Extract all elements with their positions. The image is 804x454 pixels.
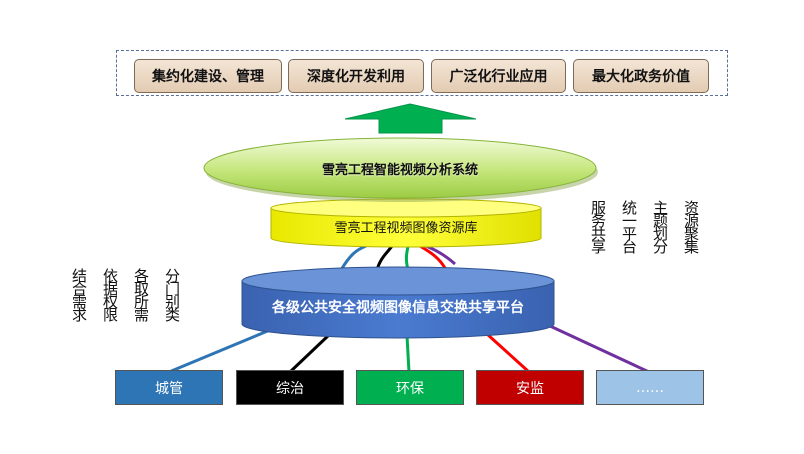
- analysis-system-ellipse: [203, 137, 598, 202]
- platform-top: [241, 266, 555, 296]
- source-zongzhi: 综治: [236, 370, 344, 405]
- goal-industry-application: 广泛化行业应用: [431, 59, 566, 93]
- connector-more: [549, 324, 650, 374]
- left-note-col-2: 各取所需: [132, 268, 150, 320]
- exchange-platform-cylinder: [241, 266, 555, 339]
- right-note-col-4: 服务共享: [589, 200, 607, 252]
- right-note-col-3: 统一平台: [620, 200, 638, 252]
- left-note-col-4: 结合需求: [70, 268, 88, 320]
- curve-blue: [339, 244, 367, 271]
- exchange-platform-label: 各级公共安全视频图像信息交换共享平台: [272, 300, 524, 316]
- goal-government-value: 最大化政务价值: [573, 59, 709, 93]
- curve-black: [375, 245, 394, 271]
- library-body: [270, 207, 542, 248]
- left-notes: 结合需求 依据权限 各取所需 分门别类: [70, 268, 194, 320]
- connector-huanbao: [405, 335, 411, 373]
- source-huanbao: 环保: [356, 370, 464, 405]
- source-more: ……: [596, 370, 704, 405]
- platform-body: [241, 280, 555, 339]
- connector-zongzhi: [288, 332, 332, 374]
- right-note-col-1: 资源聚集: [682, 200, 700, 252]
- analysis-disc: [203, 137, 597, 199]
- resource-library-cylinder: [270, 198, 542, 248]
- up-arrow-icon: [344, 103, 477, 134]
- connector-chengguan: [168, 328, 271, 374]
- library-connectors: [339, 244, 457, 271]
- left-note-col-3: 依据权限: [101, 268, 119, 320]
- goal-intensive-management: 集约化建设、管理: [134, 59, 282, 93]
- goals-container: [116, 50, 728, 96]
- source-anjian: 安监: [476, 370, 584, 405]
- left-note-col-1: 分门别类: [163, 268, 181, 320]
- analysis-system-label: 雪亮工程智能视频分析系统: [321, 162, 478, 178]
- right-notes: 服务共享 统一平台 主题划分 资源聚集: [589, 200, 713, 252]
- source-connectors: [168, 324, 650, 374]
- right-note-col-2: 主题划分: [651, 200, 669, 252]
- connector-anjian: [485, 332, 531, 374]
- resource-library-label: 雪亮工程视频图像资源库: [334, 220, 478, 236]
- goal-deep-utilization: 深度化开发利用: [288, 59, 424, 93]
- curve-green: [404, 245, 410, 271]
- source-chengguan: 城管: [115, 370, 223, 405]
